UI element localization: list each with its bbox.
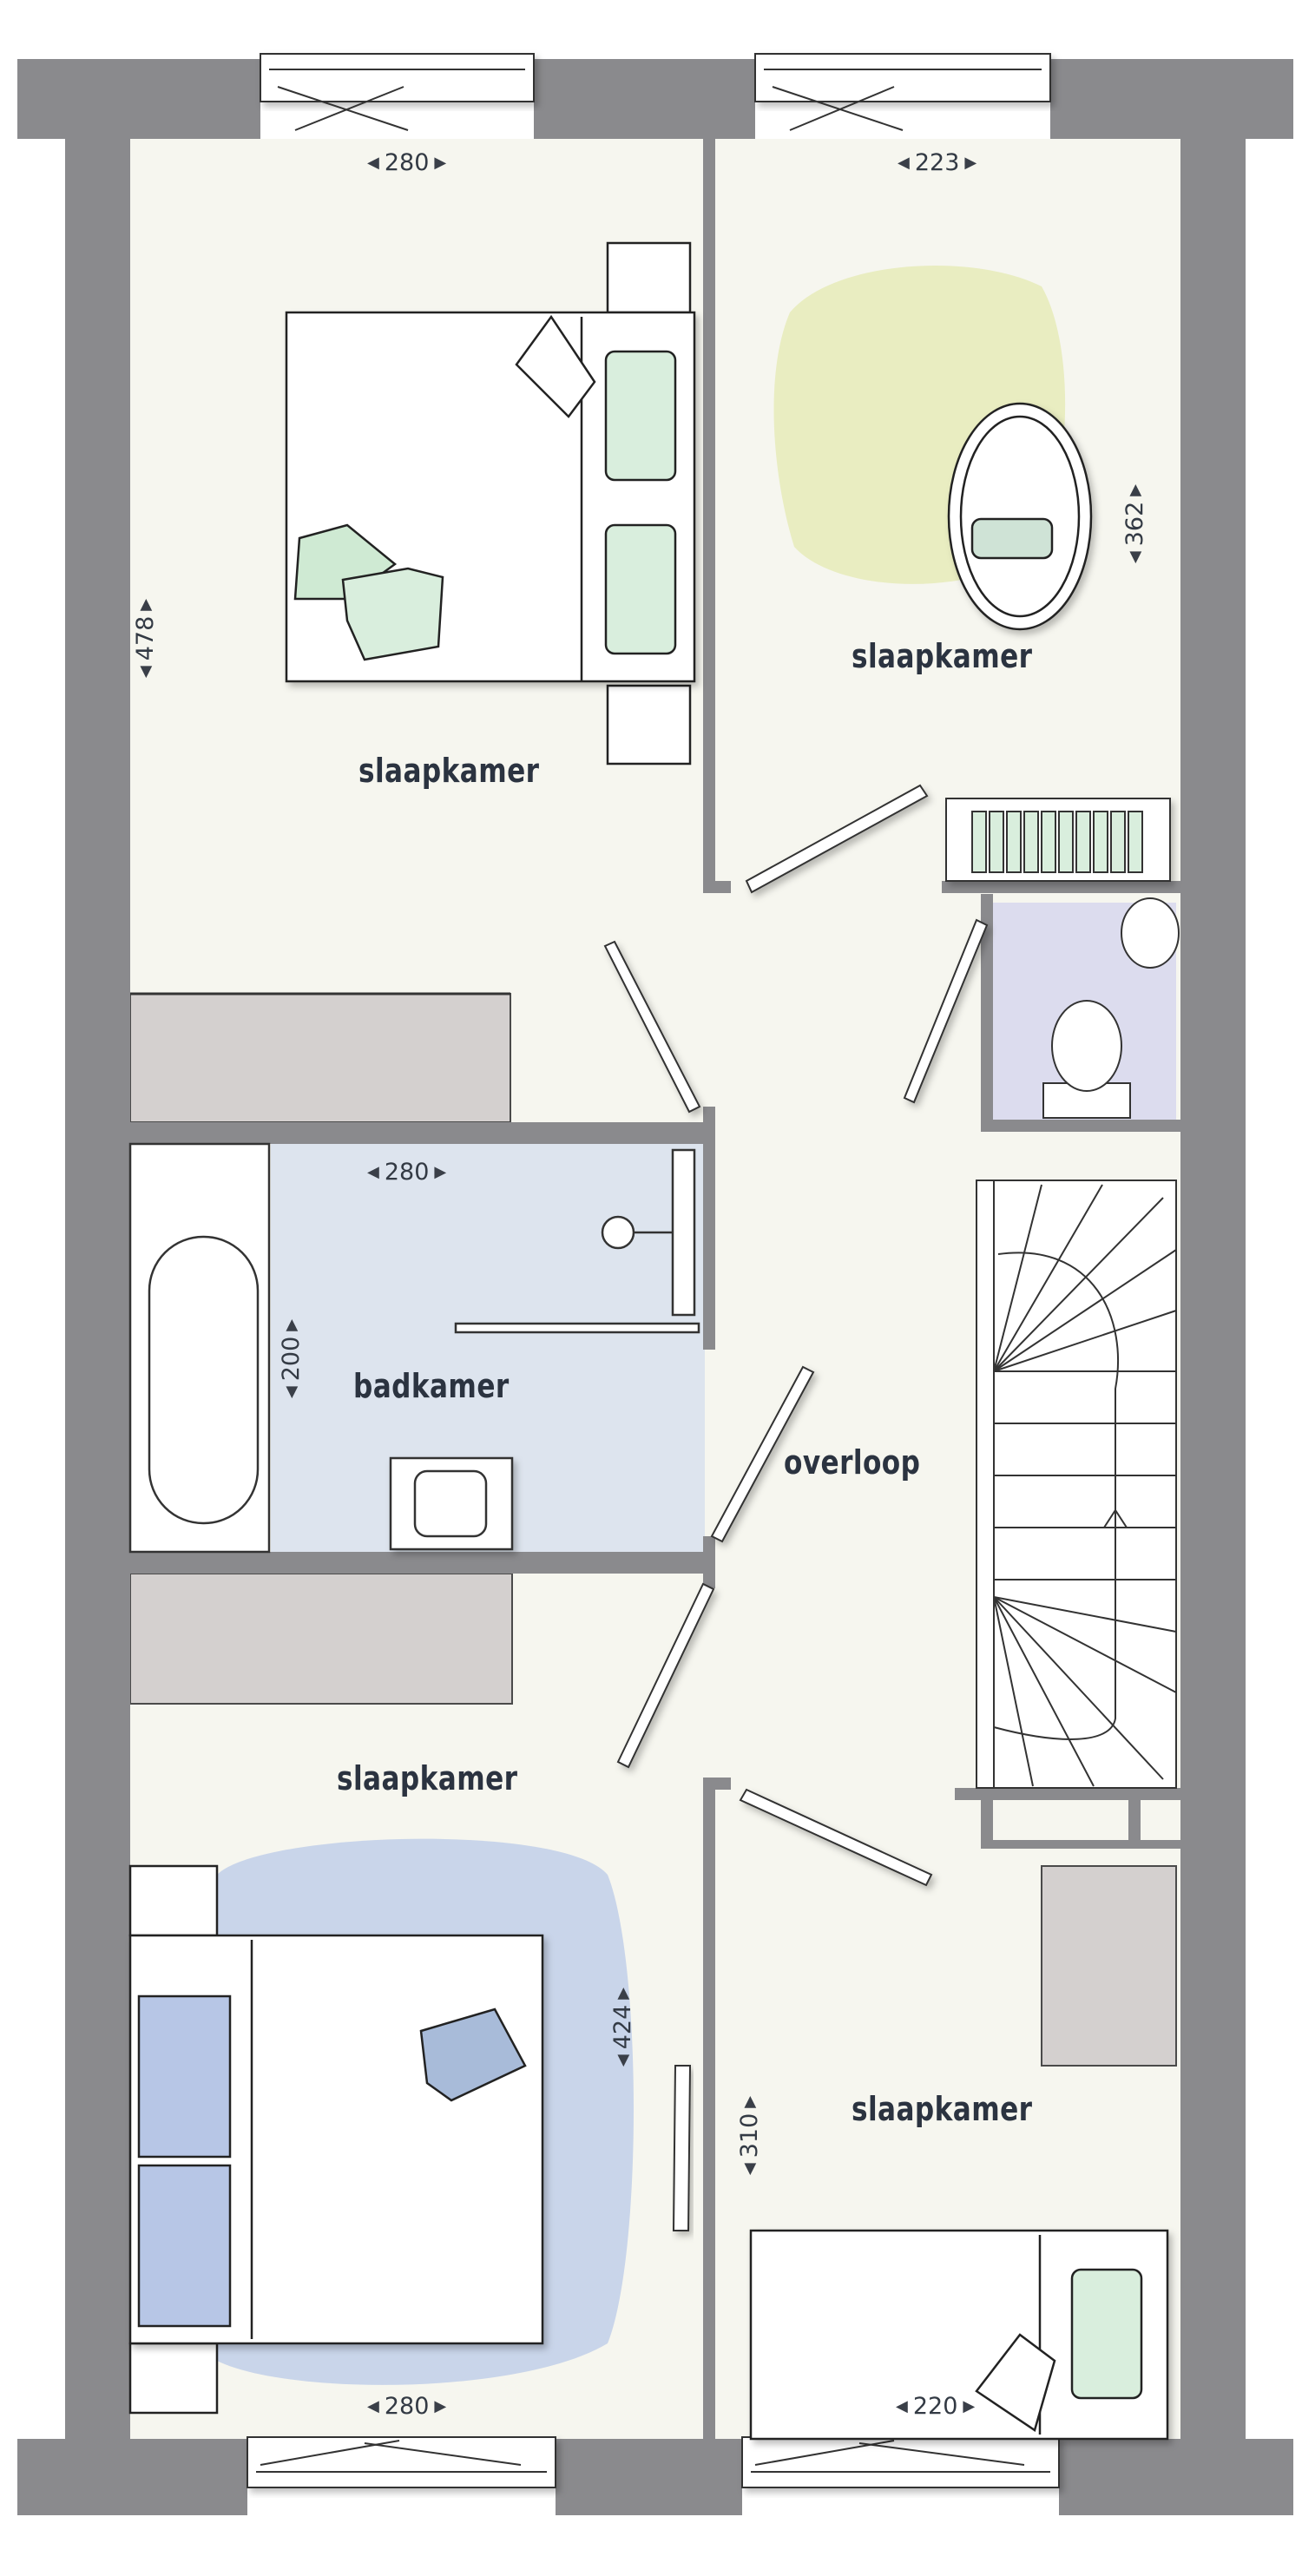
arrow-left-icon: ◀ xyxy=(367,2397,379,2415)
window-bottom-left xyxy=(247,2436,556,2488)
arrow-left-icon: ◀ xyxy=(898,154,910,172)
dimension-value: 280 xyxy=(384,1159,430,1186)
dimension-value: 310 xyxy=(736,2113,764,2159)
arrow-left-icon: ◀ xyxy=(614,2054,633,2067)
dimension-top-left-width: ◀ 280▶ xyxy=(367,149,446,176)
bookshelf xyxy=(945,798,1171,882)
label-bathroom: badkamer xyxy=(353,1367,510,1405)
arrow-right-icon: ▶ xyxy=(434,2397,447,2415)
outer-walls xyxy=(17,59,1293,2515)
window-top-right xyxy=(754,53,1051,131)
arrow-left-icon: ◀ xyxy=(367,154,379,172)
dimension-value: 200 xyxy=(278,1336,306,1382)
dimension-top-left-depth: ◀ 478 ▶ xyxy=(132,599,159,678)
label-bedroom-bottom-right: slaapkamer xyxy=(852,2090,1033,2128)
dimension-top-right-depth: ◀ 362 ▶ xyxy=(1121,484,1148,563)
window-top-left xyxy=(260,53,535,131)
arrow-right-icon: ▶ xyxy=(964,154,977,172)
hand-basin xyxy=(1121,897,1180,969)
arrow-left-icon: ◀ xyxy=(740,2163,760,2176)
arrow-right-icon: ▶ xyxy=(740,2095,760,2108)
arrow-right-icon: ▶ xyxy=(1126,483,1145,496)
dimension-bottom-left-depth: ◀ 424 ▶ xyxy=(609,1988,636,2067)
dimension-bottom-right-depth: ◀ 310 ▶ xyxy=(736,2096,763,2175)
shower xyxy=(454,1148,700,1334)
arrow-left-icon: ◀ xyxy=(136,666,155,679)
dimension-value: 362 xyxy=(1121,501,1149,547)
staircase xyxy=(976,1180,1177,1789)
label-bedroom-bottom-left: slaapkamer xyxy=(337,1759,518,1797)
arrow-left-icon: ◀ xyxy=(896,2397,908,2415)
arrow-left-icon: ◀ xyxy=(367,1163,379,1181)
dimension-top-right-width: ◀223▶ xyxy=(898,149,976,176)
bathroom-sink xyxy=(389,1456,514,1551)
bathtub xyxy=(128,1142,271,1554)
arrow-right-icon: ▶ xyxy=(963,2397,976,2415)
label-landing: overloop xyxy=(784,1443,921,1482)
arrow-right-icon: ▶ xyxy=(434,1163,447,1181)
arrow-right-icon: ▶ xyxy=(282,1318,301,1331)
double-bed-top-left xyxy=(285,241,696,766)
dimension-value: 223 xyxy=(914,149,960,176)
window-bottom-right xyxy=(741,2436,1060,2488)
dimension-value: 280 xyxy=(384,2393,430,2420)
wardrobe xyxy=(1041,1865,1177,2067)
dimension-value: 220 xyxy=(912,2393,958,2420)
dimension-value: 280 xyxy=(384,149,430,176)
arrow-left-icon: ◀ xyxy=(1126,551,1145,564)
wardrobe xyxy=(129,993,511,1123)
toilet xyxy=(1042,1000,1131,1119)
dimension-bottom-left-width: ◀ 280▶ xyxy=(367,2393,446,2420)
arrow-right-icon: ▶ xyxy=(614,1987,633,2000)
interior-walls xyxy=(130,139,1180,2439)
dimension-bath-width: ◀ 280▶ xyxy=(367,1159,446,1186)
doors xyxy=(603,784,989,2231)
single-bed-bottom-right xyxy=(749,2229,1169,2441)
dimension-value: 424 xyxy=(609,2004,637,2050)
arrow-right-icon: ▶ xyxy=(434,154,447,172)
wardrobe xyxy=(129,1573,513,1705)
dimension-bath-depth: ◀ 200 ▶ xyxy=(278,1319,305,1398)
label-bedroom-top-left: slaapkamer xyxy=(358,752,540,790)
double-bed-bottom-left xyxy=(128,1864,544,2415)
arrow-right-icon: ▶ xyxy=(136,598,155,611)
dimension-value: 478 xyxy=(132,615,160,661)
dimension-bottom-right-width: ◀220 ▶ xyxy=(896,2393,975,2420)
arrow-left-icon: ◀ xyxy=(282,1386,301,1399)
label-bedroom-top-right: slaapkamer xyxy=(852,637,1033,675)
round-chair xyxy=(947,402,1093,631)
